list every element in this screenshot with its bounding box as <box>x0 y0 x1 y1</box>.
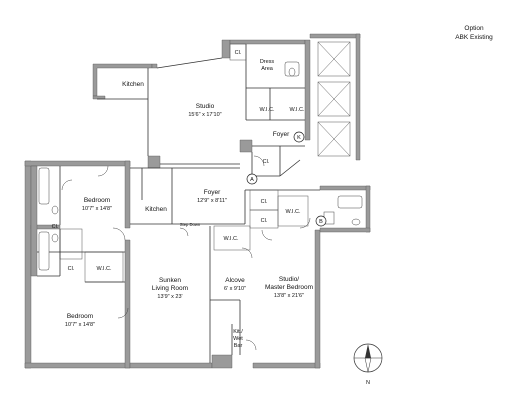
master-label-2: Master Bedroom <box>265 284 313 291</box>
bedroom-upper-label: Bedroom <box>84 197 110 204</box>
compass-north-label: N <box>366 380 370 386</box>
dress-area-label-2: Area <box>261 66 274 72</box>
marker-a: A <box>246 173 258 185</box>
marker-b: B <box>315 215 327 227</box>
kit-label-1: Kit./ <box>233 329 243 335</box>
bedroom-upper-dimensions: 10'7" x 14'8" <box>82 206 112 212</box>
compass-icon: N <box>353 343 383 386</box>
svg-text:K: K <box>297 135 301 141</box>
elevator-shafts <box>317 41 351 157</box>
kitchen-top-label: Kitchen <box>122 81 144 88</box>
option-title: Option <box>464 25 484 32</box>
cl-left-upper-label: Cl. <box>52 224 59 230</box>
foyer-mid-dimensions: 12'9" x 8'11" <box>197 198 227 204</box>
kitchen-mid-label: Kitchen <box>145 206 167 213</box>
bedroom-lower-label: Bedroom <box>67 313 93 320</box>
bedroom-lower-dimensions: 10'7" x 14'8" <box>65 322 95 328</box>
svg-text:A: A <box>250 177 254 183</box>
cl-center-1-label: Cl. <box>261 199 268 205</box>
marker-k: K <box>293 131 305 143</box>
sunken-label-2: Living Room <box>152 285 188 292</box>
room-labels: Kitchen Studio 15'6" x 17'10" Cl. Dress … <box>52 50 313 349</box>
option-subtitle: ABK Existing <box>455 34 493 41</box>
wic-lower-label: W.I.C. <box>224 236 239 242</box>
svg-text:B: B <box>319 219 323 225</box>
kit-label-2: Wet <box>233 336 243 342</box>
alcove-label: Alcove <box>225 277 245 284</box>
foyer-top-label: Foyer <box>273 131 290 138</box>
studio-dimensions: 15'6" x 17'10" <box>188 112 221 118</box>
wic-center-label: W.I.C. <box>286 209 301 215</box>
door-swings <box>61 155 311 351</box>
master-dimensions: 13'8" x 21'6" <box>274 293 304 299</box>
wic-top-left-label: W.I.C. <box>260 107 275 113</box>
wic-left-label: W.I.C. <box>97 266 112 272</box>
cl-center-2-label: Cl. <box>261 218 268 224</box>
dress-area-label-1: Dress <box>260 59 275 65</box>
exterior-walls <box>24 33 371 369</box>
wic-top-right-label: W.I.C. <box>290 107 305 113</box>
sunken-dimensions: 13'9" x 23' <box>157 294 182 300</box>
sunken-label-1: Sunken <box>159 277 181 284</box>
studio-label: Studio <box>196 103 215 110</box>
cl-left-lower-label: Cl. <box>68 266 75 272</box>
master-label-1: Studio/ <box>279 276 299 283</box>
interior-walls <box>37 43 320 363</box>
step-down-label: Step Down <box>180 222 201 227</box>
alcove-dimensions: 6' x 9'10" <box>224 286 246 292</box>
cl-top-label: Cl. <box>235 50 242 56</box>
cl-mid-label: Cl. <box>263 159 270 165</box>
foyer-mid-label: Foyer <box>204 189 221 196</box>
kit-label-3: Bar <box>234 343 243 349</box>
